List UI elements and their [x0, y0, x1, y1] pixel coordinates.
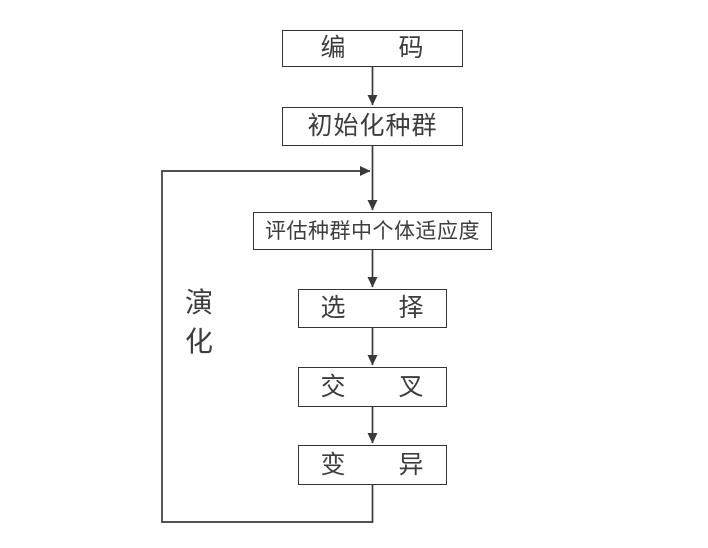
node-selection-label: 选 择: [320, 295, 425, 322]
node-mutation: 变 异: [298, 445, 447, 485]
loop-label-evolution: 演 化: [185, 290, 213, 357]
node-encode: 编 码: [282, 30, 463, 67]
node-init-population: 初始化种群: [282, 107, 463, 146]
connector-mutation-feedback-loop: [161, 166, 374, 523]
node-evaluate-fitness: 评估种群中个体适应度: [253, 212, 492, 250]
node-encode-label: 编 码: [320, 35, 425, 62]
node-crossover-label: 交 叉: [320, 373, 425, 401]
node-mutation-label: 变 异: [320, 451, 425, 479]
loop-label-char-yan: 演: [185, 288, 214, 319]
node-selection: 选 择: [298, 289, 447, 328]
node-init-population-label: 初始化种群: [307, 113, 438, 140]
loop-label-char-hua: 化: [185, 327, 214, 358]
node-crossover: 交 叉: [298, 367, 447, 407]
node-evaluate-fitness-label: 评估种群中个体适应度: [265, 218, 480, 243]
